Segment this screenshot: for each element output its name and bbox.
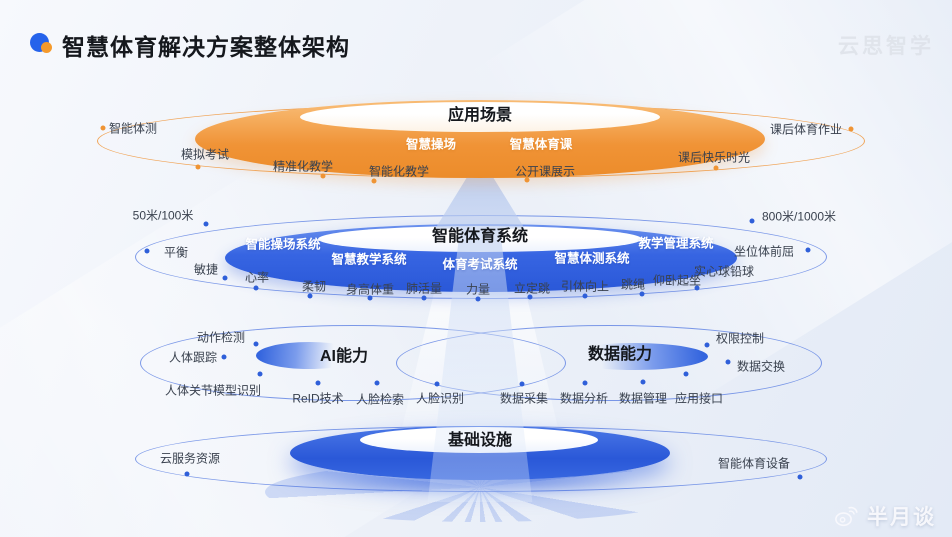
ai-capability-title: AI能力 — [319, 348, 369, 365]
app-layer-title: 应用场景 — [447, 107, 513, 124]
orbit-dot — [524, 177, 530, 183]
orbit-dot — [371, 178, 377, 184]
orbit-dot — [307, 293, 313, 299]
orbit-dot — [797, 474, 803, 480]
system-orbit-label: 50米/100米 — [132, 208, 194, 223]
weibo-watermark-text: 半月谈 — [867, 506, 936, 529]
orbit-dot — [100, 125, 106, 131]
system-orbit-label: 800米/1000米 — [761, 209, 837, 224]
orbit-dot — [749, 218, 755, 224]
infra-layer-title: 基础设施 — [447, 432, 513, 449]
title-bullet-icon — [30, 33, 52, 53]
system-layer-title: 智能体育系统 — [431, 228, 529, 245]
brand-watermark: 云思智学 — [838, 35, 934, 58]
page-title: 智慧体育解决方案整体架构 — [62, 34, 350, 60]
orange-dot-icon — [41, 42, 52, 53]
weibo-watermark: 半月谈 — [833, 501, 936, 531]
weibo-icon — [835, 506, 858, 527]
data-capability-title: 数据能力 — [587, 346, 653, 363]
ai-capability-swoosh — [256, 342, 362, 369]
orbit-dot — [203, 221, 209, 227]
